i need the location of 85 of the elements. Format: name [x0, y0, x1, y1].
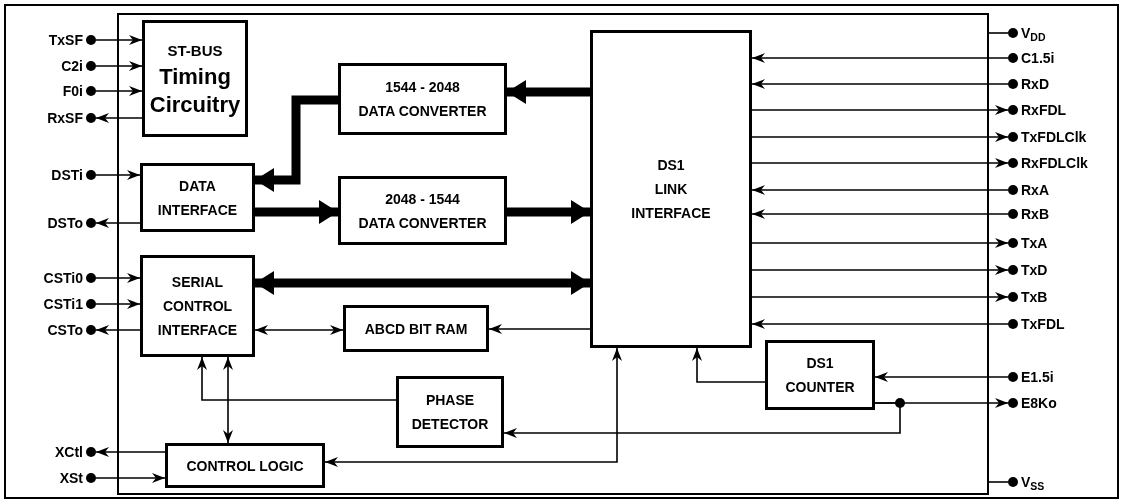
pin-label: RxB [1021, 207, 1049, 221]
signal-arrow [751, 79, 1009, 89]
signal-arrow [751, 265, 1009, 275]
bus-arrow [507, 200, 590, 224]
block-label: 2048 - 1544 [385, 189, 460, 209]
signal-arrow [503, 402, 901, 438]
pin-label: TxA [1021, 236, 1048, 250]
pin-label: XCtl [55, 445, 83, 459]
signal-arrow [95, 273, 141, 283]
pin-label: DSTo [47, 216, 83, 230]
function-block [165, 443, 325, 488]
pin-label: TxD [1021, 263, 1048, 277]
function-block [338, 176, 507, 245]
block-label: DATA CONVERTER [358, 102, 487, 121]
signal-arrow [751, 132, 1009, 142]
signal-arrow [874, 372, 1009, 382]
block-label: SERIAL CONTROL INTERFACE [157, 273, 238, 340]
pin-label: RxSF [47, 111, 83, 125]
pin-label: TxB [1021, 290, 1048, 304]
pin-label: RxFDL [1021, 103, 1067, 117]
bus-arrow [507, 80, 590, 104]
pin-label: CSTi0 [43, 271, 83, 285]
signal-arrow [95, 473, 166, 483]
signal-arrow [95, 325, 141, 335]
signal-arrow [223, 356, 233, 444]
pin-label: TxFDLClk [1021, 130, 1087, 144]
chip-outline [117, 13, 989, 495]
signal-arrow [751, 105, 1009, 115]
block-label: Timing Circuitry [148, 62, 242, 119]
block-label: DS1 COUNTER [785, 354, 855, 397]
pin-label: TxFDL [1021, 317, 1065, 331]
signal-arrow [95, 447, 166, 457]
pin-label: C2i [61, 59, 83, 73]
block-label: DATA CONVERTER [358, 213, 487, 233]
pin-label: DSTi [51, 168, 83, 182]
signal-arrow [95, 299, 141, 309]
signal-arrow [751, 158, 1009, 168]
signal-arrow [751, 53, 1009, 63]
block-label: DATA INTERFACE [157, 176, 238, 220]
block-label: CONTROL LOGIC [186, 456, 304, 476]
function-block [338, 63, 507, 135]
pin-label: CSTo [47, 323, 83, 337]
pin-label: TxSF [48, 33, 83, 47]
function-block [140, 163, 255, 232]
signal-arrow [692, 347, 766, 383]
signal-arrow [95, 61, 143, 71]
block-label: ST-BUS [167, 40, 223, 61]
signal-arrow [324, 347, 622, 467]
pin-label: RxA [1021, 183, 1049, 197]
block-label: ABCD BIT RAM [364, 319, 468, 339]
signal-arrow [751, 185, 1009, 195]
signal-arrow [95, 170, 141, 180]
pin-label: CSTi1 [43, 297, 83, 311]
function-block [396, 376, 504, 448]
bus-arrow [255, 95, 338, 192]
signal-arrow [95, 218, 141, 228]
function-block [765, 340, 875, 410]
block-label: 1544 - 2048 [385, 78, 460, 97]
block-label: DS1 LINK INTERFACE [631, 156, 711, 223]
pin-label: F0i [62, 84, 83, 98]
pin-label: V$_{SS}$ [1021, 475, 1045, 489]
signal-arrow [95, 35, 143, 45]
pin-label: RxD [1021, 77, 1049, 91]
function-block [590, 30, 752, 348]
signal-arrow [751, 238, 1009, 248]
pin-label: E1.5i [1021, 370, 1054, 384]
bus-arrow [255, 200, 338, 224]
signal-arrow [254, 325, 344, 335]
function-block [140, 255, 255, 357]
signal-arrow [751, 292, 1009, 302]
pin-label: C1.5i [1021, 51, 1055, 65]
signal-arrow [95, 113, 143, 123]
signal-arrow [751, 319, 1009, 329]
signal-arrow [95, 86, 143, 96]
pin-label: V$_{DD}$ [1021, 26, 1046, 40]
function-block [142, 20, 248, 137]
signal-arrow [197, 356, 397, 401]
bus-arrow [255, 271, 590, 295]
signal-arrow [751, 209, 1009, 219]
signal-arrow [488, 324, 591, 334]
pin-label: XSt [59, 471, 83, 485]
function-block [343, 305, 489, 352]
block-label: PHASE DETECTOR [411, 391, 489, 434]
pin-label: RxFDLClk [1021, 156, 1088, 170]
pin-label: E8Ko [1021, 396, 1057, 410]
